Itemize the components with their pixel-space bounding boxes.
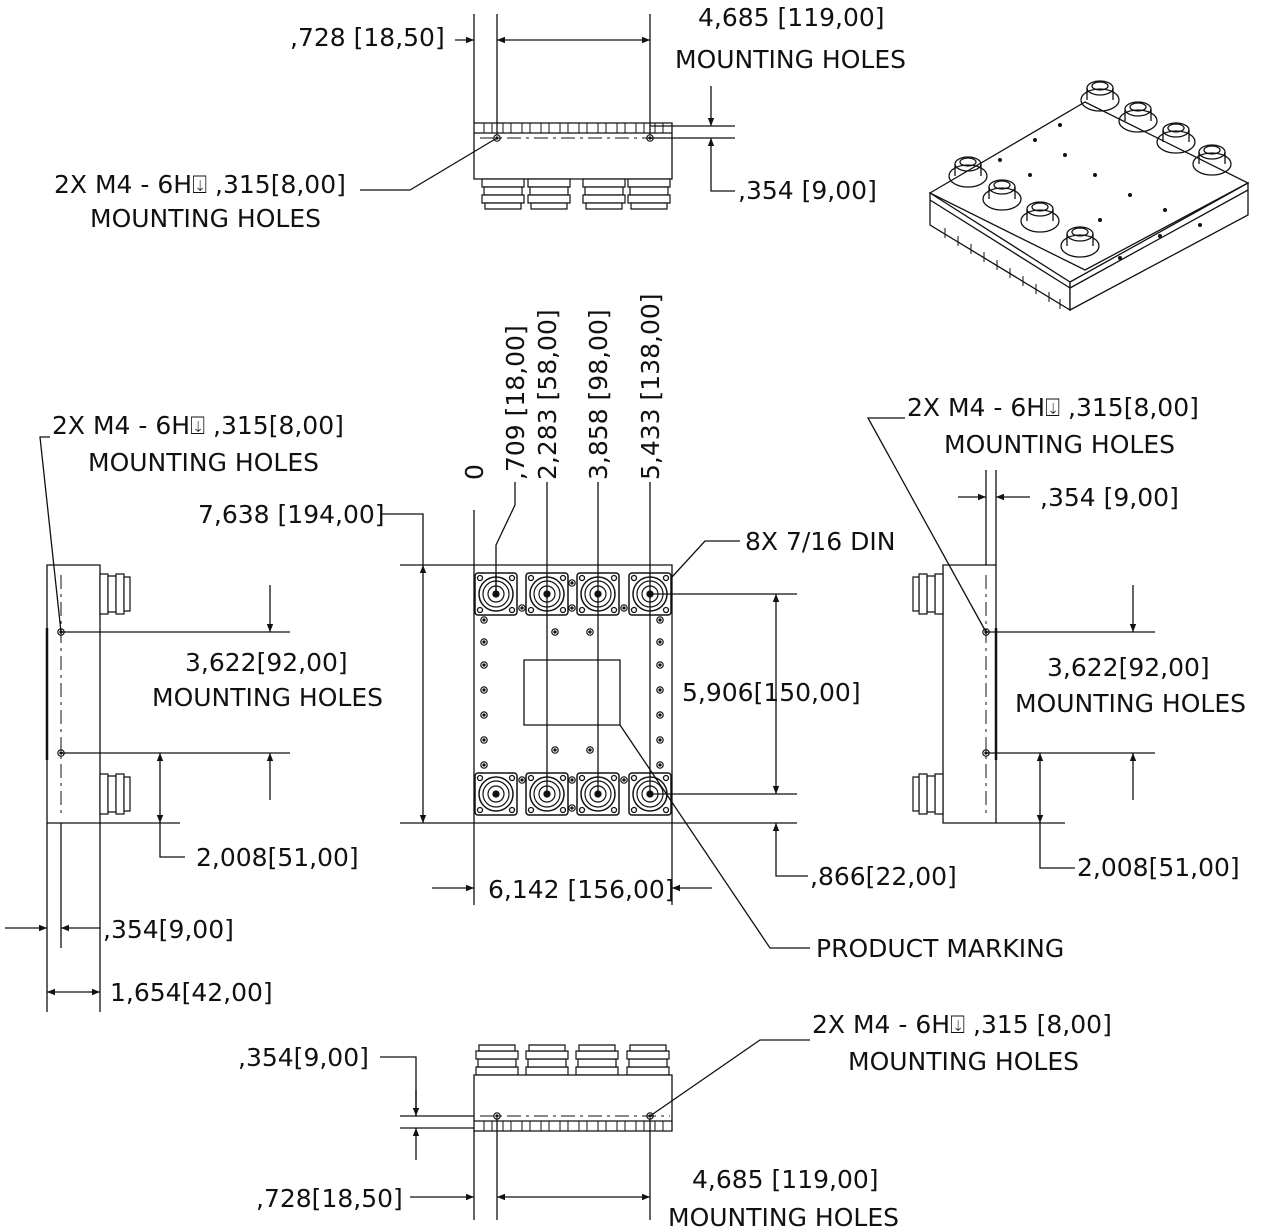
left-spacing-note: MOUNTING HOLES	[152, 683, 383, 712]
front-height-label: 7,638 194,00	[198, 500, 385, 529]
left-hole-spec: 2X M4 - 6H⍗ ,3158,00	[52, 411, 344, 440]
left-depth-label: ,3549,00	[103, 915, 234, 944]
bottom-view	[380, 1040, 810, 1220]
bottom-spacing-label: 4,685 119,00	[692, 1165, 879, 1194]
top-hole-spec: 2X M4 - 6H⍗ ,3158,00	[54, 170, 346, 199]
bottom-spacing-note: MOUNTING HOLES	[668, 1203, 899, 1232]
ordinate-3: 3,858 98,00	[584, 309, 613, 480]
front-view	[380, 482, 810, 948]
connectors-note: 8X 7/16 DIN	[745, 527, 896, 556]
bottom-hole-spec: 2X M4 - 6H⍗ ,315 8,00	[812, 1010, 1112, 1039]
ordinate-1: ,709 18,00	[501, 325, 530, 480]
ordinate-2: 2,283 58,00	[533, 309, 562, 480]
left-view	[5, 437, 290, 1012]
top-spacing-note: MOUNTING HOLES	[675, 45, 906, 74]
left-hole-note: MOUNTING HOLES	[88, 448, 319, 477]
bottom-hole-note: MOUNTING HOLES	[848, 1047, 1079, 1076]
right-spacing-label: 3,62292,00	[1047, 653, 1210, 682]
ordinate-0: 0	[460, 464, 489, 480]
conn-pitch-label: 5,906150,00	[682, 678, 861, 707]
right-spacing-note: MOUNTING HOLES	[1015, 689, 1246, 718]
right-hole-spec: 2X M4 - 6H⍗ ,3158,00	[907, 393, 1199, 422]
left-thickness-label: 1,65442,00	[110, 978, 273, 1007]
isometric-view	[930, 80, 1248, 310]
bottom-depth-label: ,3549,00	[238, 1043, 369, 1072]
front-width-label: 6,142 156,00	[488, 875, 675, 904]
left-offset-label: 2,00851,00	[196, 843, 359, 872]
top-depth-label: ,354 9,00	[738, 176, 877, 205]
top-offset-label: ,728 18,50	[290, 23, 445, 52]
product-marking-note: PRODUCT MARKING	[816, 934, 1065, 963]
right-hole-note: MOUNTING HOLES	[944, 430, 1175, 459]
right-offset-label: 2,00851,00	[1077, 853, 1240, 882]
left-spacing-label: 3,62292,00	[185, 648, 348, 677]
right-view	[868, 418, 1155, 868]
top-hole-note: MOUNTING HOLES	[90, 204, 321, 233]
bottom-offset-label: ,72818,50	[256, 1184, 403, 1213]
ordinate-4: 5,433 138,00	[636, 293, 665, 480]
top-spacing-label: 4,685 119,00	[698, 3, 885, 32]
front-bottom-offset-label: ,86622,00	[810, 862, 957, 891]
top-view	[360, 14, 735, 210]
right-depth-label: ,354 9,00	[1040, 483, 1179, 512]
